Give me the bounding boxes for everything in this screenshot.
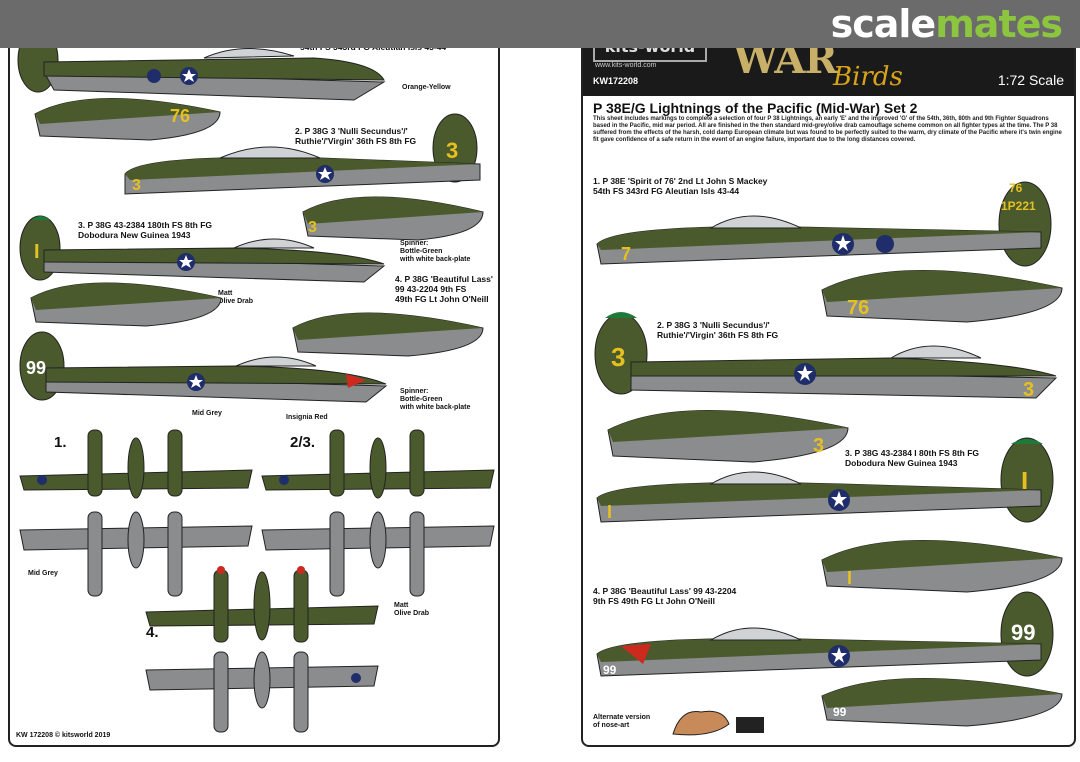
right-label-2: 2. P 38G 3 'Nulli Secundus'/' Ruthie'/'V…: [657, 320, 779, 340]
svg-text:I: I: [1021, 466, 1028, 496]
plan-bottom-4: [145, 651, 379, 733]
plan-number-1: 1.: [54, 434, 67, 451]
svg-text:I: I: [847, 568, 852, 588]
left-label-2: 2. P 38G 3 'Nulli Secundus'/' Ruthie'/'V…: [295, 126, 417, 146]
alternate-nose-art-label: Alternate version of nose-art: [593, 714, 651, 729]
alternate-nose-art-small: [736, 717, 764, 733]
sheet-title: P 38E/G Lightnings of the Pacific (Mid-W…: [593, 100, 918, 116]
profile-boom-nulli-secundus: 3: [302, 196, 484, 241]
plan-top-4: [145, 566, 379, 643]
callout-mid-grey-2: Mid Grey: [28, 570, 58, 577]
plan-bottom-23: [261, 511, 495, 597]
left-footer: KW 172208 © kitsworld 2019: [16, 732, 111, 739]
tail-number-3: 3: [446, 138, 458, 163]
callout-spinner-2: Spinner: Bottle-Green with white back-pl…: [400, 388, 471, 411]
right-boom-nulli-secundus: 3: [607, 410, 849, 463]
svg-text:3: 3: [308, 219, 317, 236]
scale-label: 1:72 Scale: [997, 72, 1064, 88]
plan-bottom-1: [19, 511, 253, 597]
product-code: KW172208: [593, 76, 639, 86]
profile-p38g-beautiful-lass: 99: [19, 331, 388, 403]
left-label-4: 4. P 38G 'Beautiful Lass' 99 43-2204 9th…: [395, 274, 493, 304]
sheet-description: This sheet includes markings to complete…: [593, 116, 1062, 143]
profile-boom-43-2384: [30, 282, 222, 327]
plan-top-1: [19, 429, 253, 499]
svg-text:I: I: [607, 502, 612, 522]
left-decal-sheet: 1. P 38E 'Spirit of 76' 2nd Lt John S Ma…: [8, 12, 500, 747]
profile-p38g-43-2384: I: [19, 215, 386, 283]
profile-p38g-nulli-secundus: 3 3: [124, 113, 481, 195]
svg-text:3: 3: [611, 342, 625, 372]
plan-top-23: [261, 429, 495, 499]
plan-number-23: 2/3.: [290, 434, 316, 451]
right-profile-spirit-76: 76 1P221 7: [596, 181, 1052, 267]
callout-spinner-1: Spinner: Bottle-Green with white back-pl…: [400, 240, 471, 263]
kits-world-url: www.kits-world.com: [595, 62, 657, 69]
right-decal-sheet: kits-world www.kits-world.com KW172208 W…: [581, 12, 1076, 747]
svg-text:3: 3: [132, 177, 141, 194]
right-boom-43-2384: I: [821, 540, 1063, 593]
svg-text:7: 7: [621, 244, 631, 264]
svg-text:99: 99: [1011, 620, 1035, 645]
profile-boom-beautiful-lass: [292, 312, 484, 357]
alternate-nose-art-decal: [672, 710, 730, 736]
nose-number-76: 76: [170, 106, 190, 126]
site-banner: scalemates: [0, 0, 1080, 48]
right-boom-beautiful-lass: 99: [821, 678, 1063, 727]
scalemates-logo[interactable]: scalemates: [830, 2, 1063, 46]
warbirds-script: Birds: [833, 62, 903, 92]
callout-matt-olive: Matt Olive Drab: [218, 290, 254, 305]
plan-number-4: 4.: [146, 624, 159, 641]
tail-letter-i: I: [34, 241, 40, 263]
callout-orange-yellow: Orange-Yellow: [402, 84, 451, 91]
right-profile-43-2384: I I: [596, 437, 1054, 523]
right-label-4: 4. P 38G 'Beautiful Lass' 99 43-2204 9th…: [593, 586, 737, 606]
svg-text:76: 76: [1009, 181, 1023, 195]
svg-text:76: 76: [847, 297, 869, 319]
right-label-3: 3. P 38G 43-2384 I 80th FS 8th FG Dobodu…: [845, 448, 980, 468]
svg-text:3: 3: [1023, 379, 1034, 401]
profile-boom-spirit-76: 76: [34, 98, 221, 141]
left-label-3: 3. P 38G 43-2384 180th FS 8th FG Dobodur…: [78, 220, 213, 240]
right-label-1: 1. P 38E 'Spirit of 76' 2nd Lt John S Ma…: [593, 176, 768, 196]
tail-number-99: 99: [26, 358, 46, 378]
svg-text:1P221: 1P221: [1001, 199, 1036, 213]
right-boom-spirit-76: 76: [821, 270, 1063, 323]
right-profile-beautiful-lass: 99 99: [596, 591, 1054, 677]
callout-matt-olive-2: Matt Olive Drab: [394, 602, 430, 617]
right-profile-nulli-secundus: 3 3: [594, 312, 1058, 401]
svg-text:99: 99: [603, 663, 617, 677]
callout-mid-grey: Mid Grey: [192, 410, 222, 417]
svg-text:99: 99: [833, 705, 847, 719]
svg-text:3: 3: [813, 435, 824, 457]
callout-insignia-red: Insignia Red: [286, 414, 328, 421]
